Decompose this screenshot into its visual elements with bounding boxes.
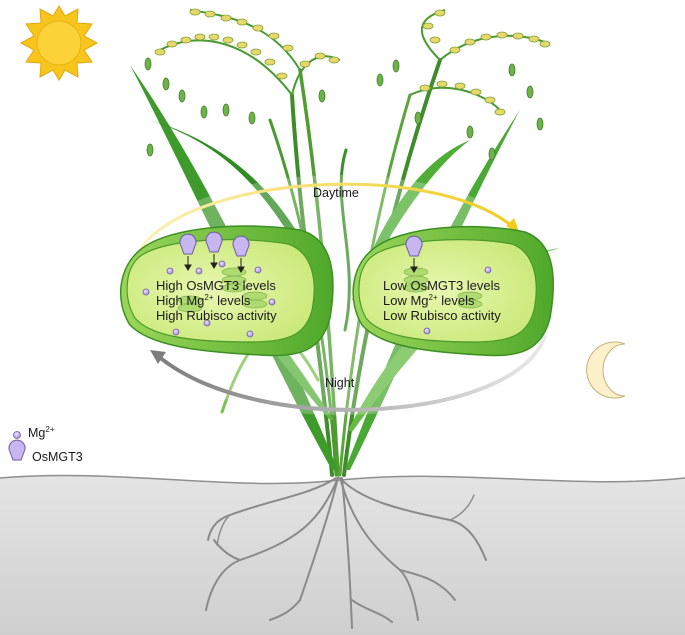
night-osmgt3-level: Low OsMGT3 levels — [383, 278, 501, 293]
day-cell-text: High OsMGT3 levels High Mg2+ levels High… — [156, 278, 277, 323]
sun-icon — [21, 6, 97, 80]
legend-mg-ion-marker — [14, 432, 21, 439]
night-mg-level: Low Mg2+ levels — [383, 293, 501, 308]
legend-osmgt3-label: OsMGT3 — [32, 450, 83, 464]
night-cell-text: Low OsMGT3 levels Low Mg2+ levels Low Ru… — [383, 278, 501, 323]
osmgt3-transporter-night — [406, 236, 422, 256]
legend-mg-label: Mg2+ — [28, 426, 55, 440]
night-label: Night — [325, 376, 354, 390]
moon-icon — [587, 342, 625, 398]
rice-panicles — [145, 9, 550, 160]
day-osmgt3-level: High OsMGT3 levels — [156, 278, 277, 293]
day-mg-level: High Mg2+ levels — [156, 293, 277, 308]
night-rubisco-activity: Low Rubisco activity — [383, 308, 501, 323]
day-rubisco-activity: High Rubisco activity — [156, 308, 277, 323]
legend-osmgt3-marker — [9, 440, 25, 460]
soil — [0, 475, 685, 635]
daytime-label: Daytime — [313, 186, 359, 200]
